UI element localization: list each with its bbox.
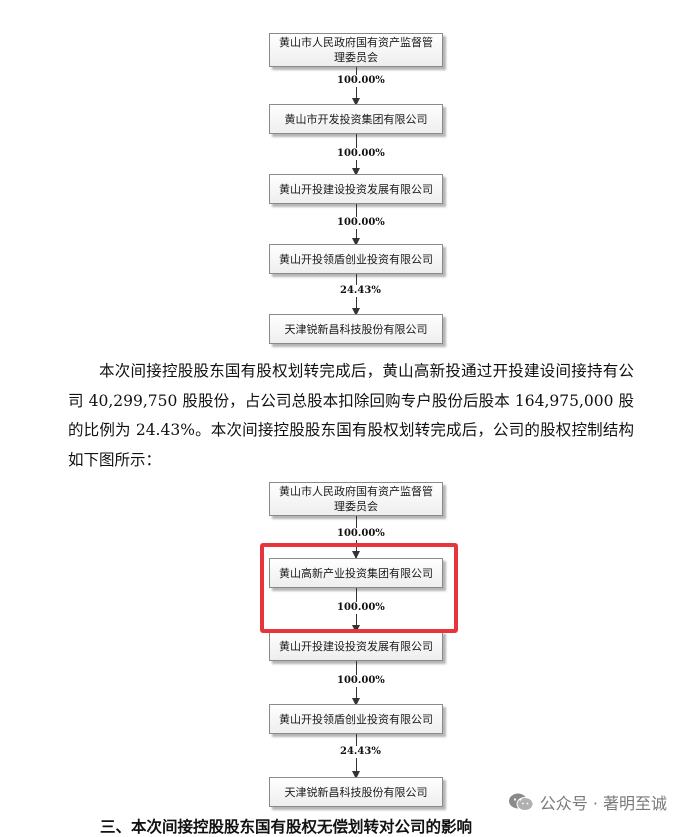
ownership-percent: 100.00% [335,217,387,229]
entity-box-venture: 黄山开投领盾创业投资有限公司 [269,704,443,734]
entity-label: 天津锐新昌科技股份有限公司 [284,322,428,336]
entity-box-sasac: 黄山市人民政府国有资产监督管理委员会 [269,33,443,67]
ownership-percent: 100.00% [335,528,387,540]
watermark: 公众号 · 著明至诚 [508,790,667,814]
arrow-head-icon [352,698,360,706]
entity-box-venture: 黄山开投领盾创业投资有限公司 [269,244,443,274]
entity-label: 黄山开投建设投资发展有限公司 [279,182,433,196]
ownership-percent: 100.00% [335,75,387,87]
ownership-percent: 24.43% [338,285,383,297]
arrow-head-icon [352,551,360,559]
arrow-head-icon [352,98,360,106]
entity-label: 黄山开投领盾创业投资有限公司 [279,712,433,726]
arrow-head-icon [352,238,360,246]
body-paragraph: 本次间接控股股东国有股权划转完成后，黄山高新投通过开投建设间接持有公司 40,2… [68,362,634,469]
watermark-text: 公众号 · 著明至诚 [539,794,667,813]
arrow-head-icon [352,168,360,176]
next-section-heading: 三、本次间接控股股东国有股权无偿划转对公司的影响 [100,817,473,836]
entity-box-sasac: 黄山市人民政府国有资产监督管理委员会 [269,482,443,516]
entity-label: 黄山开投领盾创业投资有限公司 [279,252,433,266]
entity-box-company: 天津锐新昌科技股份有限公司 [269,314,443,344]
entity-box-hightech-group: 黄山高新产业投资集团有限公司 [269,558,443,588]
entity-box-construction: 黄山开投建设投资发展有限公司 [269,631,443,661]
entity-label: 黄山开投建设投资发展有限公司 [279,639,433,653]
ownership-percent: 100.00% [335,602,387,614]
entity-box-company: 天津锐新昌科技股份有限公司 [269,777,443,807]
entity-box-construction: 黄山开投建设投资发展有限公司 [269,174,443,204]
ownership-percent: 100.00% [335,675,387,687]
wechat-icon [508,793,534,811]
entity-box-holding-group: 黄山市开发投资集团有限公司 [269,104,443,134]
arrow-head-icon [352,771,360,779]
entity-label: 天津锐新昌科技股份有限公司 [284,785,428,799]
arrow-head-icon [352,308,360,316]
ownership-percent: 24.43% [338,746,383,758]
entity-label: 黄山市人民政府国有资产监督管理委员会 [279,485,433,513]
entity-label: 黄山市开发投资集团有限公司 [284,112,428,126]
ownership-percent: 100.00% [335,148,387,160]
entity-label: 黄山高新产业投资集团有限公司 [279,566,433,580]
highlight-frame [260,543,458,633]
entity-label: 黄山市人民政府国有资产监督管理委员会 [279,36,433,64]
